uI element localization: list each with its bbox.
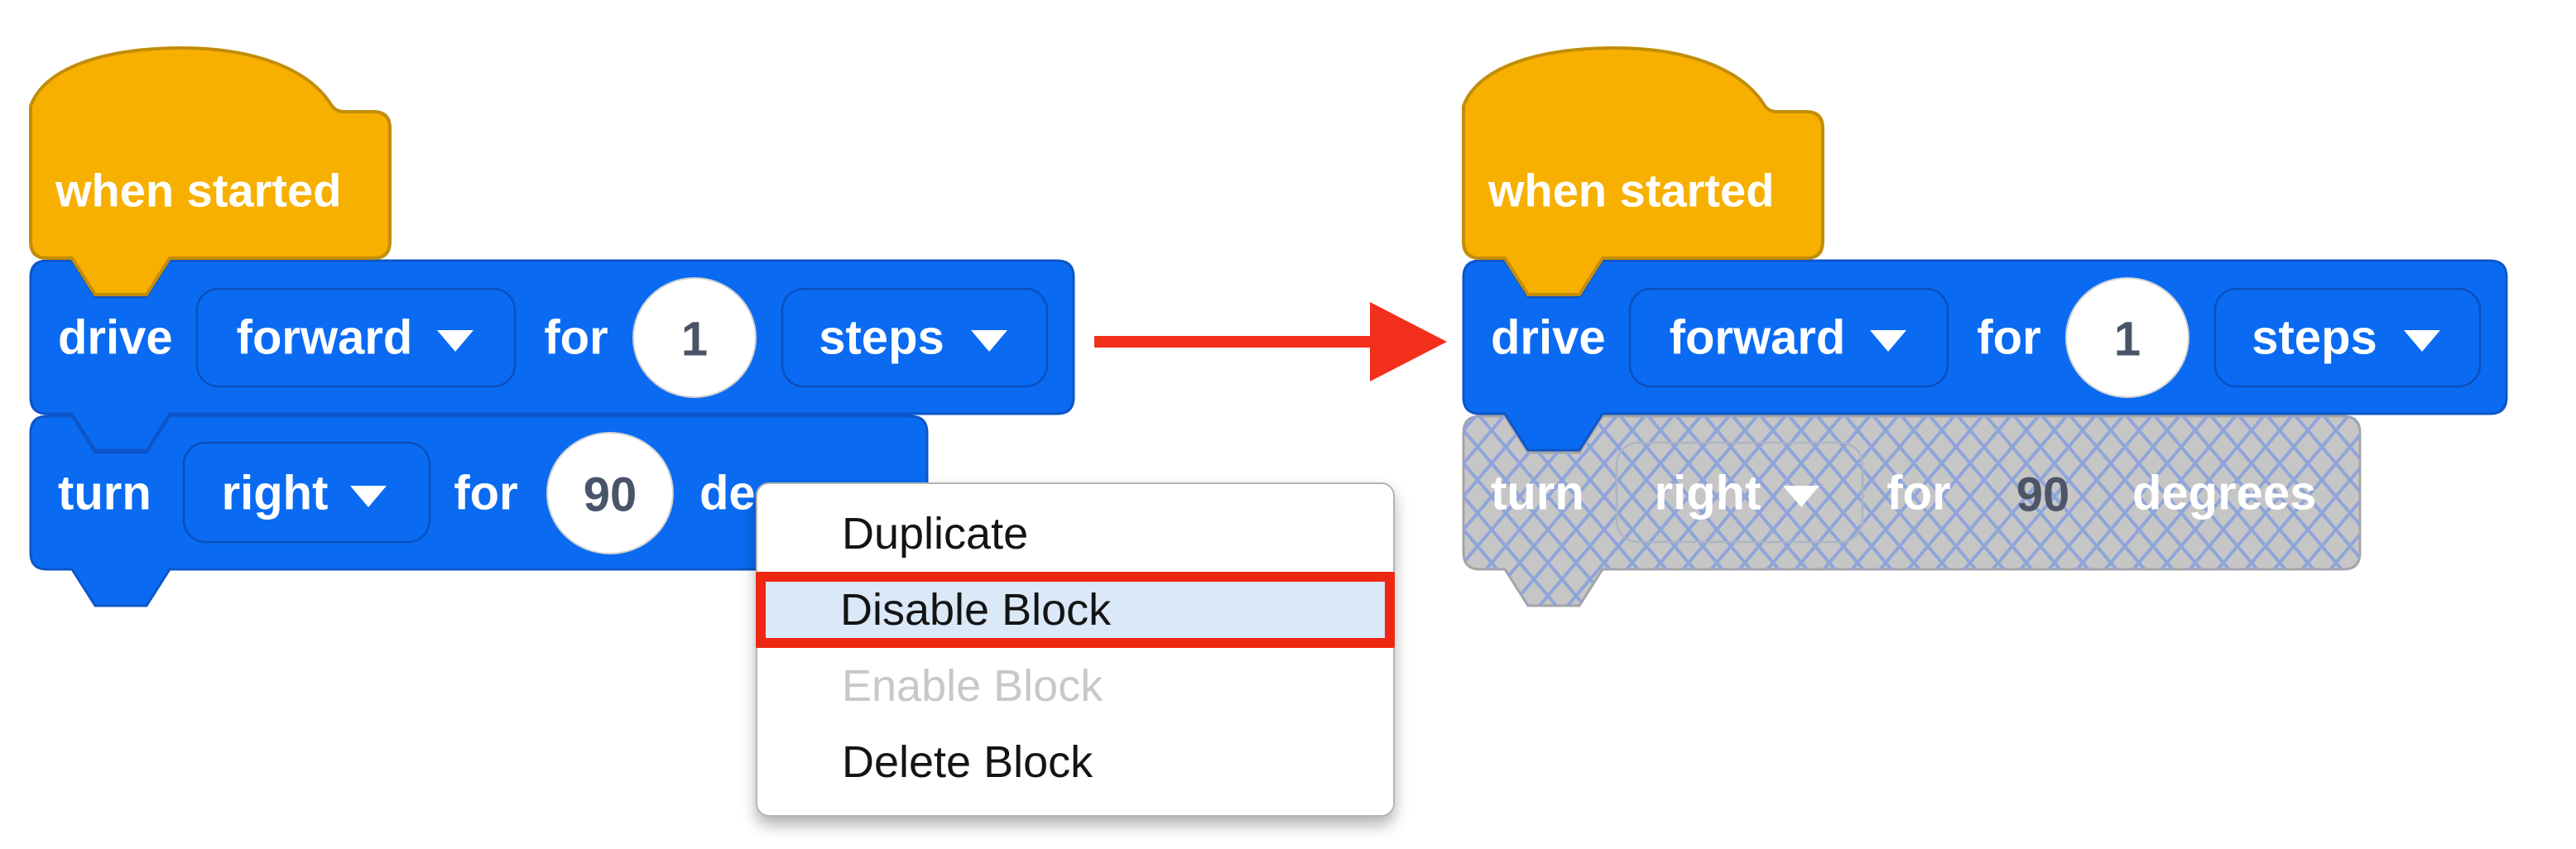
menu-item-enable-block: Enable Block: [842, 661, 1103, 711]
right-script: turn right for 90 degrees drive forward …: [1462, 46, 2508, 607]
when-started-body[interactable]: [29, 46, 392, 296]
drive-direction-dropdown[interactable]: [1628, 287, 1949, 388]
context-menu: Duplicate Disable Block Enable Block Del…: [756, 482, 1395, 817]
drive-block[interactable]: drive forward for 1 steps: [29, 259, 1075, 452]
drive-block[interactable]: drive forward for 1 steps: [1462, 259, 2508, 452]
dropdown-arrow-icon[interactable]: [1870, 330, 1906, 352]
turn-for-label: for: [454, 467, 517, 520]
menu-item-disable-block[interactable]: Disable Block: [756, 572, 1395, 648]
drive-direction-value[interactable]: forward: [1670, 311, 1846, 365]
when-started-block[interactable]: when started: [1462, 46, 1824, 296]
drive-verb-label: drive: [1491, 311, 1606, 365]
turn-direction-dropdown[interactable]: [182, 441, 431, 544]
menu-item-delete-block[interactable]: Delete Block: [842, 737, 1093, 787]
drive-direction-dropdown[interactable]: [195, 287, 517, 388]
drive-block-body[interactable]: [1462, 259, 2508, 452]
arrow-shaft: [1094, 336, 1376, 348]
drive-unit-dropdown[interactable]: [2213, 287, 2482, 388]
drive-for-label: for: [1977, 311, 2040, 365]
turn-angle-value[interactable]: 90: [584, 468, 637, 522]
turn-verb-label: turn: [58, 467, 151, 520]
turn-direction-value[interactable]: right: [222, 467, 329, 520]
drive-block-body[interactable]: [29, 259, 1075, 452]
turn-angle-value[interactable]: 90: [2016, 468, 2070, 522]
menu-item-duplicate[interactable]: Duplicate: [842, 509, 1029, 559]
drive-distance-input[interactable]: [632, 277, 757, 398]
turn-direction-dropdown[interactable]: [1615, 441, 1864, 544]
transition-arrow: [1094, 302, 1447, 381]
turn-block-disabled[interactable]: turn right for 90 degrees: [1462, 415, 2362, 607]
turn-verb-label: turn: [1491, 467, 1584, 520]
drive-distance-value[interactable]: 1: [681, 313, 708, 367]
when-started-block[interactable]: when started: [29, 46, 392, 296]
drive-unit-value[interactable]: steps: [2252, 311, 2377, 365]
dropdown-arrow-icon[interactable]: [971, 330, 1007, 352]
drive-unit-value[interactable]: steps: [819, 311, 944, 365]
drive-distance-input[interactable]: [2065, 277, 2189, 398]
drive-direction-value[interactable]: forward: [237, 311, 413, 365]
turn-for-label: for: [1886, 467, 1950, 520]
when-started-label: when started: [55, 165, 341, 217]
turn-angle-input[interactable]: [546, 432, 674, 554]
when-started-label: when started: [1487, 165, 1774, 217]
dropdown-arrow-icon[interactable]: [2404, 330, 2440, 352]
drive-verb-label: drive: [58, 311, 173, 365]
drive-distance-value[interactable]: 1: [2114, 313, 2141, 367]
arrow-head-icon: [1370, 302, 1447, 381]
dropdown-arrow-icon[interactable]: [437, 330, 473, 352]
when-started-body[interactable]: [1462, 46, 1824, 296]
turn-direction-value[interactable]: right: [1655, 467, 1761, 520]
dropdown-arrow-icon[interactable]: [350, 486, 387, 507]
disabled-crosshatch-overlay: [1463, 416, 2360, 606]
drive-unit-dropdown[interactable]: [781, 287, 1049, 388]
dropdown-arrow-icon[interactable]: [1783, 486, 1819, 507]
turn-unit-label: degrees: [2132, 467, 2316, 520]
drive-for-label: for: [544, 311, 608, 365]
